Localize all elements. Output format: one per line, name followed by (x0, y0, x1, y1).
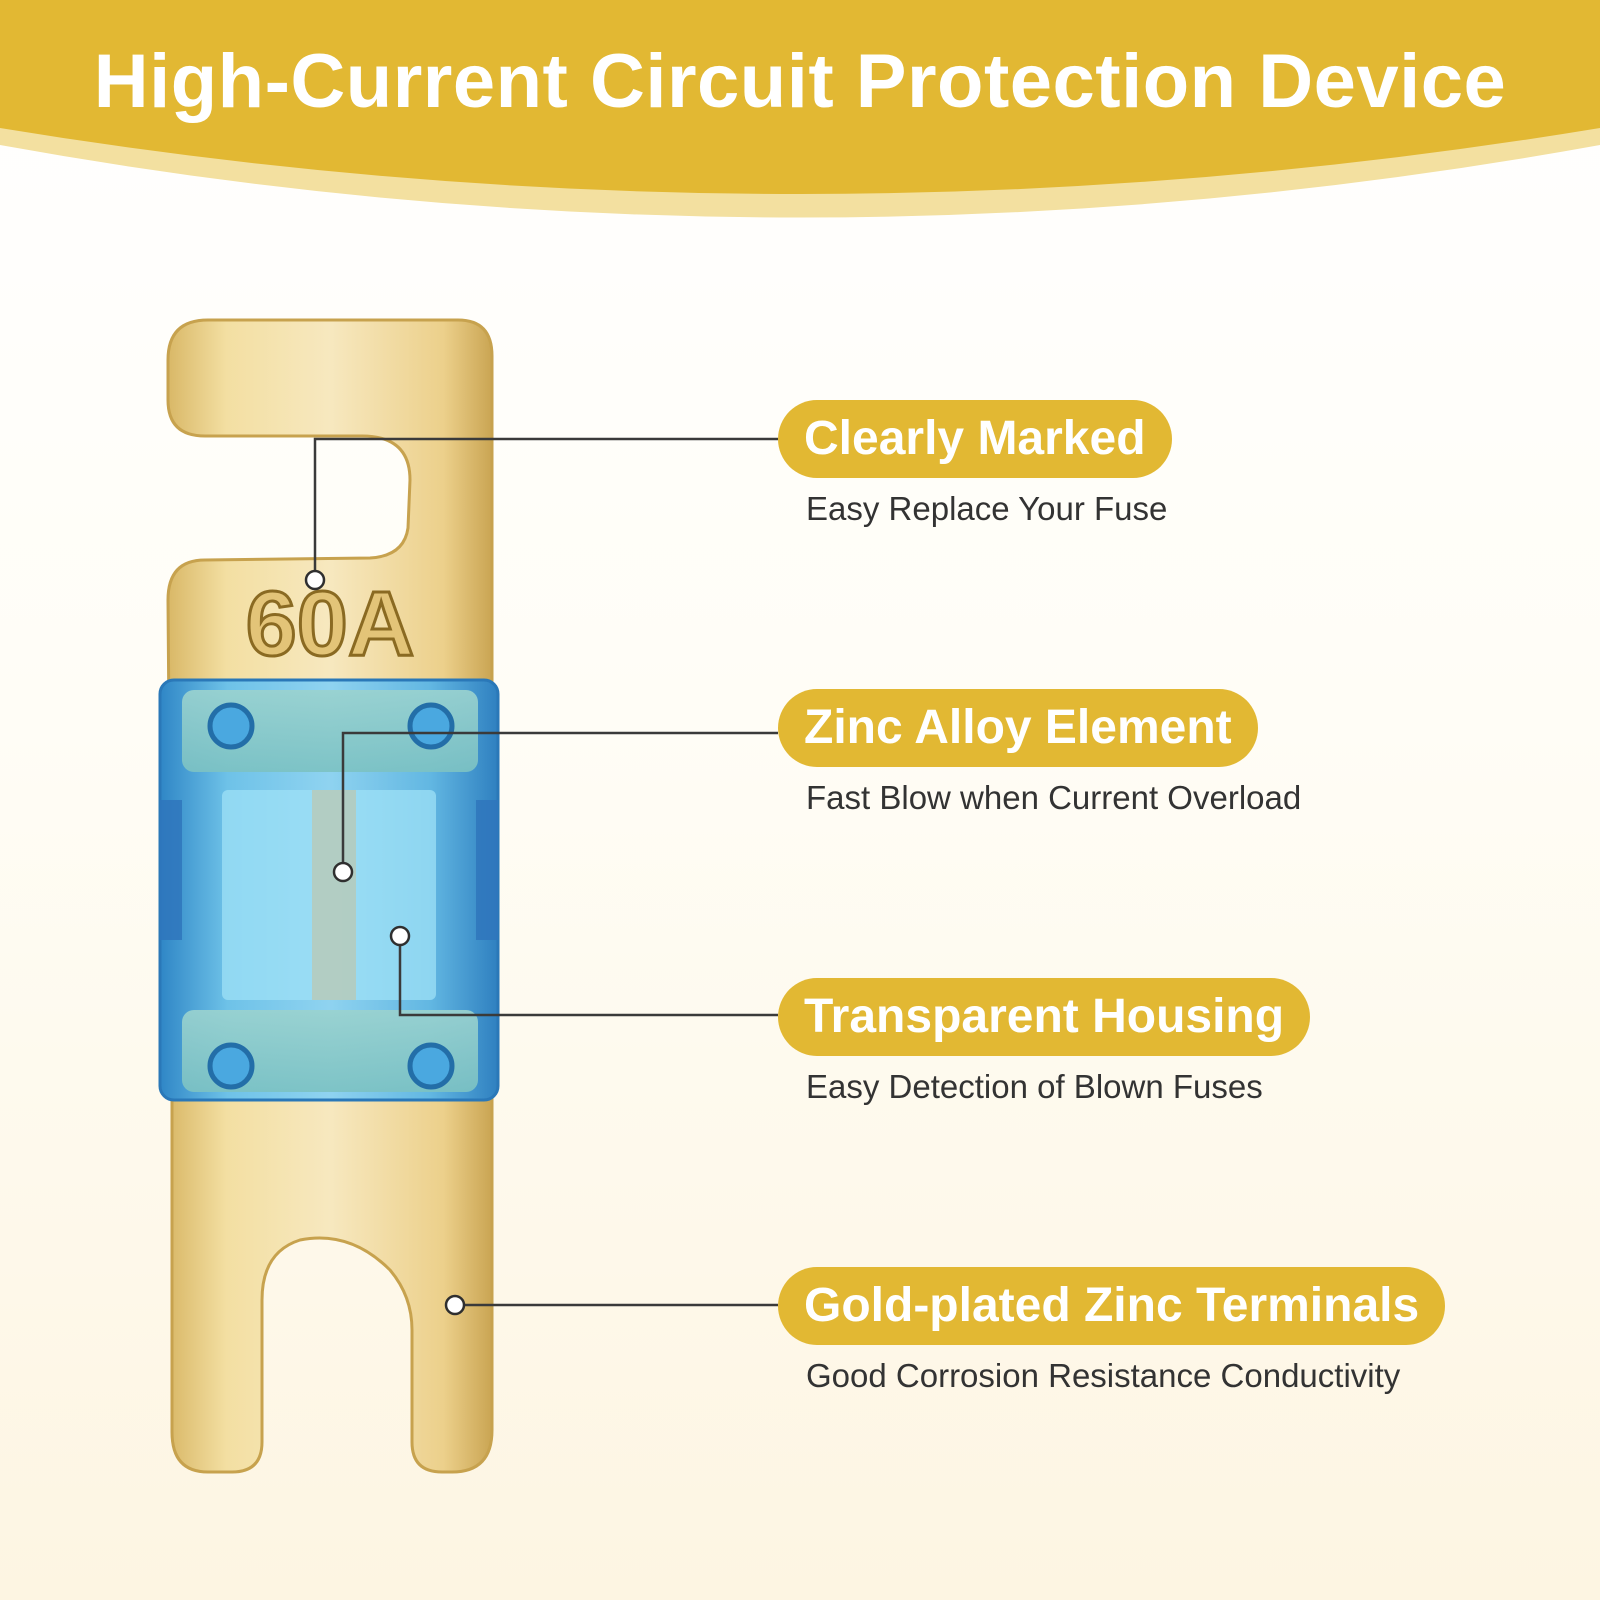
marker-dot-zinc-alloy (332, 861, 354, 883)
header-banner (0, 0, 1600, 218)
callout-title-zinc-alloy-element: Zinc Alloy Element (778, 689, 1258, 767)
callout-desc-clearly-marked: Easy Replace Your Fuse (806, 490, 1168, 527)
callout-title-gold-plated-terminals: Gold-plated Zinc Terminals (778, 1267, 1446, 1345)
callout-desc-transparent-housing: Easy Detection of Blown Fuses (806, 1068, 1263, 1105)
marker-dot-clearly-marked (304, 569, 326, 591)
callout-title-transparent-housing: Transparent Housing (778, 978, 1311, 1056)
leader-lines (313, 437, 778, 1307)
page-title: High-Current Circuit Protection Device (93, 39, 1507, 124)
marker-dot-terminals (444, 1294, 466, 1316)
callout-desc-zinc-alloy-element: Fast Blow when Current Overload (806, 779, 1302, 816)
fuse-housing (158, 678, 500, 1102)
marker-dot-transparent-housing (389, 925, 411, 947)
leader-line-transparent-housing (398, 936, 778, 1017)
leader-line-clearly-marked (313, 437, 778, 580)
callout-title-clearly-marked: Clearly Marked (778, 400, 1172, 478)
leader-line-zinc-alloy (341, 731, 778, 872)
fuse-rating-label: 60A (246, 573, 415, 675)
callout-desc-gold-plated-terminals: Good Corrosion Resistance Conductivity (806, 1357, 1401, 1394)
